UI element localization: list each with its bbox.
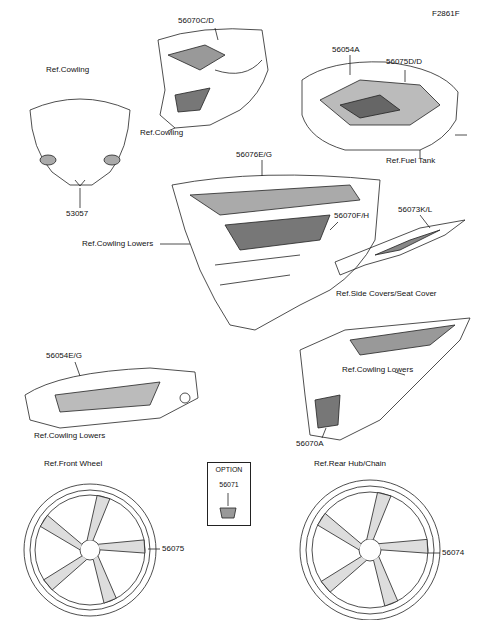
part-number: 56070C/D	[178, 17, 214, 26]
reference-label: Ref.Cowling Lowers	[342, 366, 413, 375]
tank-cover	[302, 62, 458, 150]
leader-line	[420, 215, 430, 228]
tail-cover	[335, 220, 465, 275]
side-fairing	[172, 175, 380, 330]
wheel-spoke	[93, 556, 116, 603]
wheel-spoke	[87, 495, 110, 540]
reference-label: Ref.Cowling Lowers	[34, 432, 105, 441]
wheel-spoke	[367, 492, 391, 539]
tank-decal	[320, 80, 440, 125]
windshield	[30, 99, 130, 185]
upper-cowl	[158, 29, 268, 128]
leader-line	[75, 362, 80, 376]
leader-line	[80, 188, 81, 208]
part-number: 56070A	[296, 440, 324, 449]
part-number: 56070F/H	[334, 212, 369, 221]
reference-label: Ref.Front Wheel	[44, 460, 102, 469]
windshield-decal	[40, 155, 56, 165]
part-number: 53057	[66, 210, 88, 219]
leader-line	[228, 493, 229, 506]
cowl-stripe	[215, 60, 262, 73]
reference-label: Ref.Cowling Lowers	[82, 240, 153, 249]
wheel-spoke	[318, 513, 361, 550]
fairing-decal	[190, 185, 360, 215]
wheel-spoke	[44, 556, 87, 590]
leader-line	[428, 553, 440, 554]
option-heading: OPTION	[208, 466, 250, 473]
wheel-spoke	[98, 540, 145, 553]
reference-label: Ref.Rear Hub/Chain	[314, 460, 386, 469]
leader-line	[215, 28, 218, 40]
part-number: 56075	[162, 545, 184, 554]
front-wheel	[24, 484, 156, 616]
part-number: 56076E/G	[236, 151, 272, 160]
leader-line	[405, 70, 406, 82]
part-number: 56075D/D	[386, 58, 422, 67]
part-number: 56073K/L	[398, 206, 432, 215]
cowl-decal	[175, 88, 210, 112]
part-number: 56071	[208, 481, 250, 488]
tank-decal	[340, 95, 400, 118]
windshield-decal	[104, 155, 120, 165]
option-box: OPTION 56071	[207, 462, 251, 526]
reference-label: Ref.Fuel Tank	[386, 157, 435, 166]
part-number: 56054A	[332, 46, 360, 55]
part-number: 56074	[442, 549, 464, 558]
part-number: 56054E/G	[46, 352, 82, 361]
reference-label: Ref.Side Covers/Seat Cover	[336, 290, 437, 299]
right-cowl-decal	[315, 395, 340, 428]
fairing-stripe	[215, 255, 300, 285]
leader-line	[160, 244, 190, 245]
lower-cowl	[25, 368, 198, 428]
reference-label: Ref.Cowling	[46, 66, 89, 75]
rear-wheel	[300, 480, 440, 620]
leader-line	[330, 222, 338, 230]
option-decal	[220, 508, 236, 518]
leader-line	[262, 160, 263, 176]
windshield-mark	[75, 180, 85, 186]
tail-decal	[375, 230, 440, 255]
leader-line	[148, 549, 160, 550]
lower-cowl-decal	[55, 382, 160, 412]
wheel-spoke	[379, 539, 428, 553]
bolt-hole	[180, 393, 190, 403]
right-lower-cowl	[300, 318, 470, 440]
right-cowl-decal	[350, 325, 455, 355]
reference-label: Ref.Cowling	[140, 129, 183, 138]
leader-line	[455, 135, 467, 136]
leader-line	[322, 428, 326, 438]
wheel-spoke	[321, 557, 366, 593]
part-number: F2861F	[432, 10, 460, 19]
wheel-spoke	[374, 557, 398, 606]
cowl-decal	[168, 45, 225, 70]
leader-line	[350, 55, 351, 75]
fairing-decal	[225, 215, 330, 250]
wheel-spoke	[40, 515, 81, 550]
